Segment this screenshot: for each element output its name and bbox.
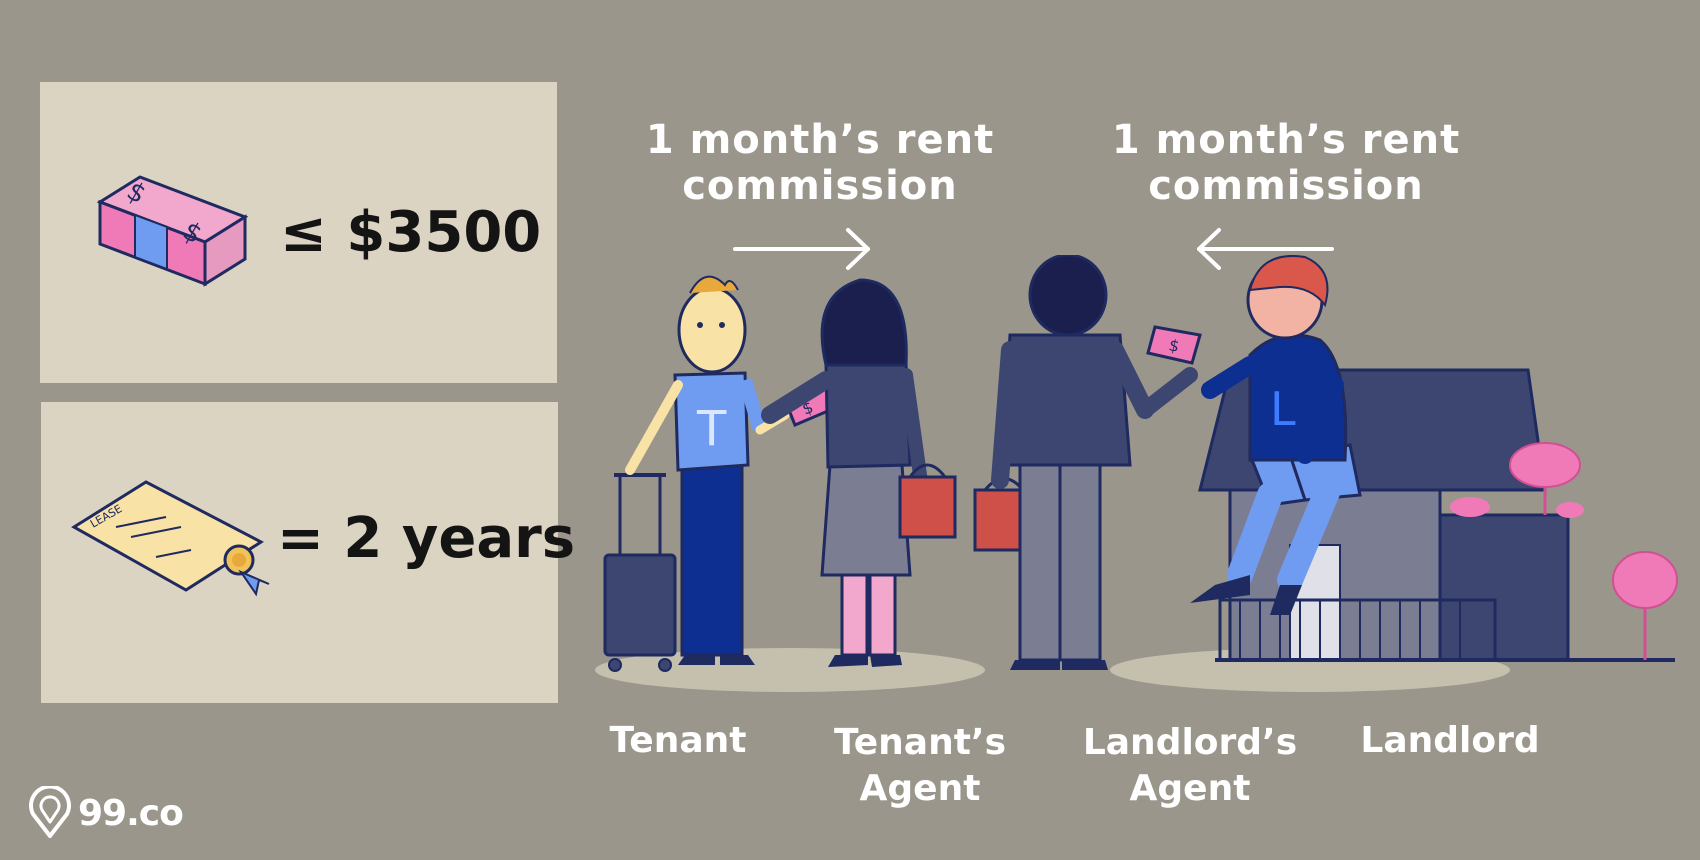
lease-duration-value: = 2 years: [277, 506, 576, 571]
brand-logo: 99.co: [28, 786, 184, 840]
suitcase-icon: [603, 473, 677, 672]
brand-name: 99.co: [78, 792, 184, 834]
tenant-agent-bag-icon: [898, 463, 957, 539]
landlord-label: Landlord: [1360, 720, 1540, 761]
arrow-left-icon: [1197, 228, 1334, 270]
arrow-right-icon: [733, 228, 870, 270]
lease-duration-panel: LEASE = 2 years: [41, 402, 575, 703]
rental-transaction-illustration: T $: [595, 255, 1678, 692]
tenant-agent-figure: [761, 278, 927, 667]
landlord-agent-figure: [991, 255, 1198, 670]
landlord-shirt-letter: L: [1270, 382, 1296, 436]
landlord-figure: L: [1190, 255, 1362, 615]
tenant-commission-label: 1 month’s rent commission: [645, 117, 995, 209]
rent-limit-panel: $ $ ≤ $3500: [40, 82, 557, 383]
map-pin-icon: [29, 786, 71, 838]
rent-limit-value: ≤ $3500: [280, 200, 542, 265]
svg-text:$: $: [1167, 335, 1181, 356]
tenant-label: Tenant: [609, 720, 747, 761]
landlord-agent-label: Landlord’s Agent: [1082, 722, 1298, 809]
landlord-commission-label: 1 month’s rent commission: [1111, 117, 1461, 209]
tenant-shirt-letter: T: [696, 401, 727, 457]
money-stack-icon: $ $: [96, 175, 249, 287]
tenant-agent-label: Tenant’s Agent: [833, 722, 1007, 809]
cash-note-icon-2: $: [1146, 325, 1202, 365]
tenant-figure: T: [625, 275, 790, 665]
lease-document-icon: LEASE: [71, 480, 270, 597]
